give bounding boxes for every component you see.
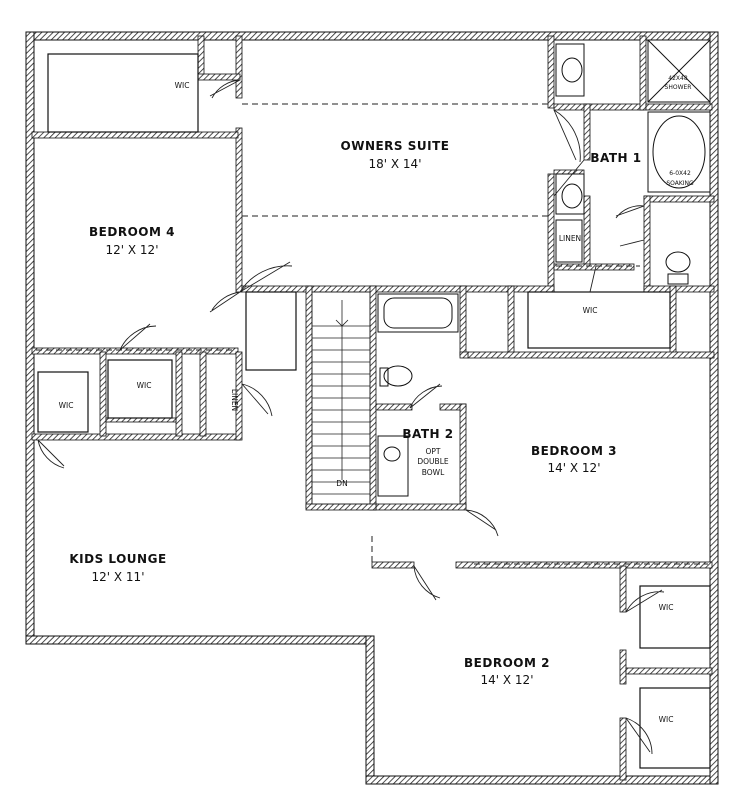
bedroom2-dims: 14' X 12'	[481, 673, 534, 687]
wic-label-bedroom4: WIC	[137, 381, 152, 390]
fixtures	[377, 39, 711, 497]
owners-suite-dims: 18' X 14'	[369, 157, 422, 171]
bath1-name: BATH 1	[590, 151, 641, 165]
bath2-note-double: DOUBLE	[417, 457, 448, 466]
bedroom4-dims: 12' X 12'	[106, 243, 159, 257]
bedroom3-name: BEDROOM 3	[531, 444, 617, 458]
wic-label-lounge: WIC	[59, 401, 74, 410]
tub-size: 6-0X42	[669, 170, 691, 177]
bath2-name: BATH 2	[402, 427, 453, 441]
bath2-note-opt: OPT	[425, 447, 440, 456]
vanity-counter-top	[555, 43, 585, 97]
linen-label-bath1: LINEN	[559, 234, 581, 243]
tub-label: SOAKING	[666, 180, 694, 187]
sink-icon	[561, 57, 583, 83]
toilet-icon	[665, 251, 691, 273]
toilet-icon	[383, 365, 413, 387]
bathtub-icon	[377, 293, 459, 333]
kids-lounge-name: KIDS LOUNGE	[69, 552, 166, 566]
staircase	[311, 291, 371, 505]
soaking-tub-icon	[647, 111, 711, 193]
owners-suite-name: OWNERS SUITE	[341, 139, 450, 153]
closet-shelves	[37, 53, 711, 769]
interior-walls	[31, 35, 715, 781]
kids-lounge-dims: 12' X 11'	[92, 570, 145, 584]
exterior-walls	[25, 31, 719, 785]
dashed-lines	[36, 103, 708, 565]
wic-label-bath1: WIC	[583, 306, 598, 315]
bedroom2-name: BEDROOM 2	[464, 656, 550, 670]
wic-label-bedroom3: WIC	[659, 603, 674, 612]
wic-label-owners: WIC	[175, 81, 190, 90]
bedroom3-dims: 14' X 12'	[548, 461, 601, 475]
stair-down-label: DN	[336, 479, 347, 488]
bedroom4-name: BEDROOM 4	[89, 225, 175, 239]
linen-label-hall: LINEN	[230, 389, 239, 411]
shower-label: SHOWER	[665, 84, 692, 91]
sink-icon	[383, 446, 401, 462]
shower-icon	[647, 39, 711, 103]
door-swings	[37, 79, 665, 755]
bath2-note-bowl: BOWL	[422, 468, 445, 477]
sink-icon	[561, 183, 583, 209]
shower-size: 42X48	[668, 75, 688, 82]
wic-label-bedroom2: WIC	[659, 715, 674, 724]
